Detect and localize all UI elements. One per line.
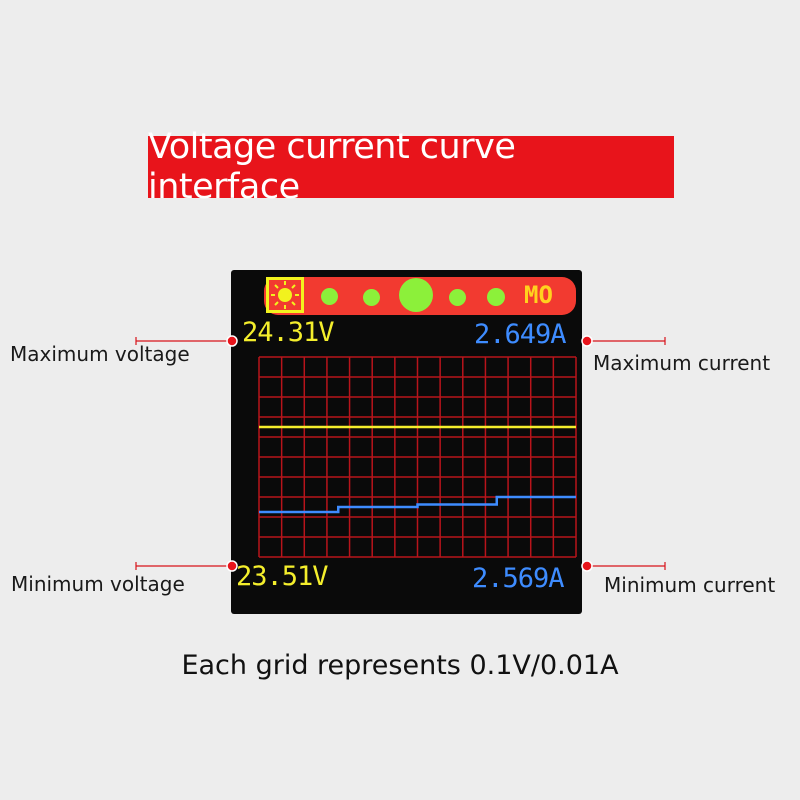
min-voltage-annotation: Minimum voltage xyxy=(11,572,185,596)
status-dot xyxy=(363,289,380,306)
max-voltage-value: 24.31V xyxy=(242,317,335,348)
status-dot xyxy=(487,288,505,306)
brightness-icon[interactable] xyxy=(266,277,304,313)
current-trace xyxy=(259,495,576,514)
min-current-annotation: Minimum current xyxy=(604,573,776,597)
max-voltage-annotation: Maximum voltage xyxy=(10,342,190,366)
status-dot xyxy=(321,288,338,305)
min-voltage-value: 23.51V xyxy=(236,561,329,592)
grid-scale-caption: Each grid represents 0.1V/0.01A xyxy=(181,650,619,681)
status-dot-large xyxy=(399,278,433,312)
chart-grid xyxy=(258,356,577,558)
mode-label: MO xyxy=(524,281,553,309)
status-dot xyxy=(449,289,466,306)
min-current-value: 2.569A xyxy=(472,563,565,594)
max-current-callout-dot xyxy=(581,335,593,347)
max-current-value: 2.649A xyxy=(474,319,567,350)
min-current-callout-dot xyxy=(581,560,593,572)
max-current-annotation: Maximum current xyxy=(593,351,771,375)
max-voltage-callout-dot xyxy=(226,335,238,347)
min-voltage-callout-dot xyxy=(226,560,238,572)
